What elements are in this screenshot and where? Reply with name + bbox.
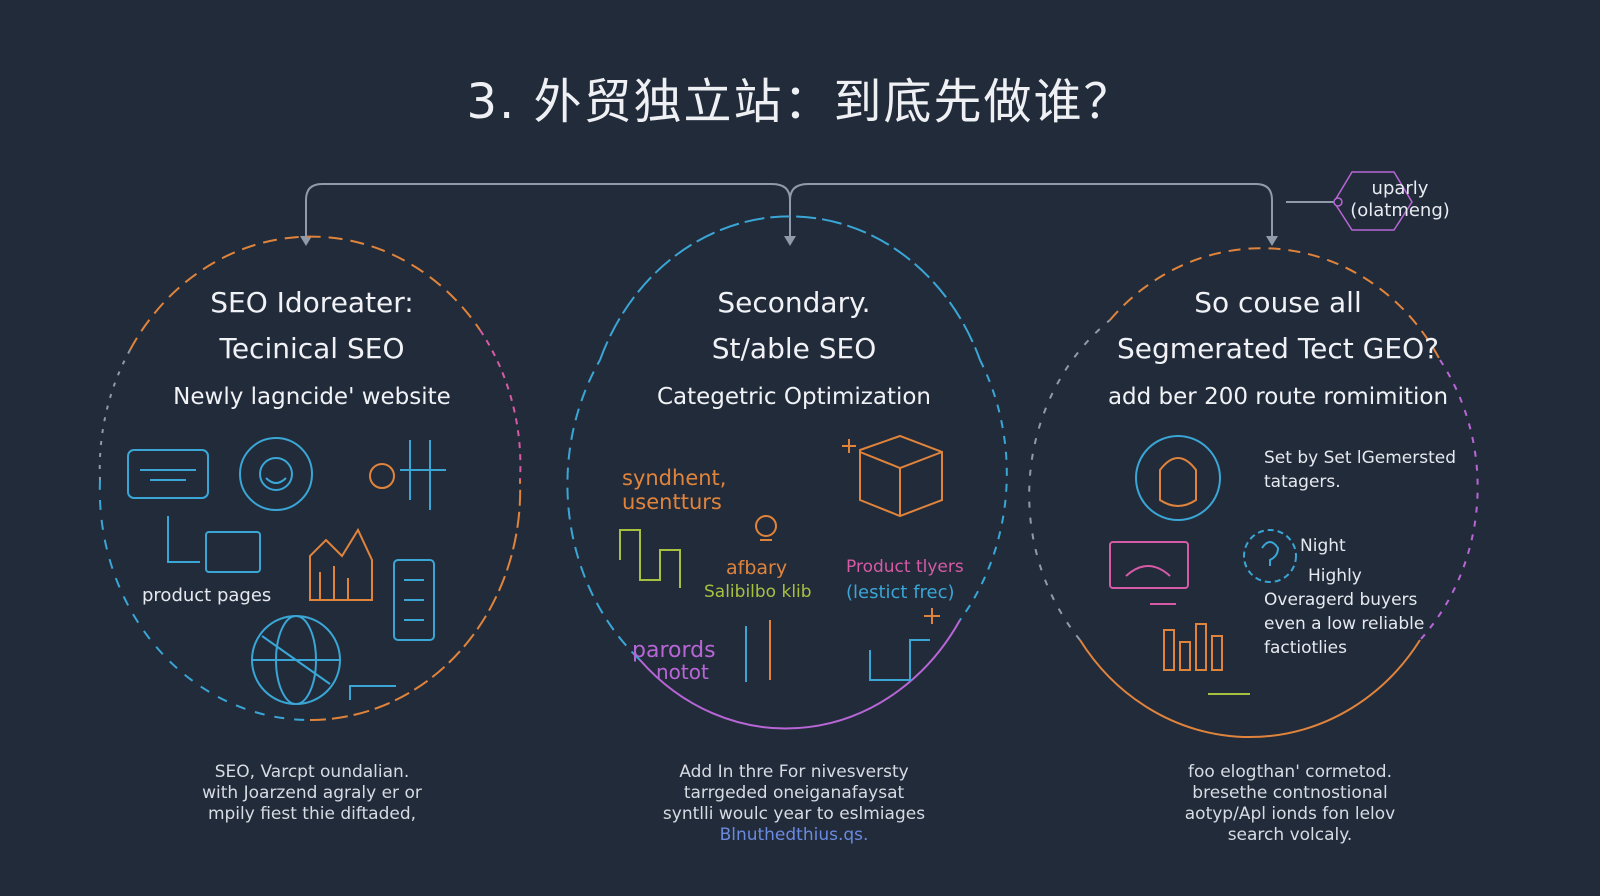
column-2-label-5: (lestict frec)	[846, 582, 955, 603]
circle-3-icons	[1109, 435, 1297, 695]
column-2-footer-line: Add In thre For nivesversty	[679, 762, 909, 782]
column-2-label-0: syndhent,	[622, 466, 727, 490]
circle-3-ring	[1028, 247, 1479, 738]
bulb-icon	[369, 463, 395, 489]
network-icon	[400, 440, 446, 510]
smiley-gear-icon	[239, 437, 313, 511]
bar-chart-icon-2	[1163, 623, 1223, 671]
column-1-footer-line: with Joarzend agraly er or	[202, 783, 422, 803]
badge-label: uparly (olatmeng)	[1338, 172, 1462, 230]
chart-box-icon	[869, 639, 930, 681]
column-2-footer: Add In thre For nivesversty tarrgeded on…	[594, 762, 994, 846]
column-3-footer-line: bresethe contnostional	[1192, 783, 1388, 803]
column-2-footer-line: tarrgeded oneiganafaysat	[683, 783, 905, 803]
lightbulb-icon	[755, 515, 777, 541]
column-2-heading-1: Secondary.	[717, 286, 871, 319]
connector-line	[349, 685, 396, 700]
column-2-subheading: Categetric Optimization	[656, 384, 932, 410]
box-icon	[859, 434, 943, 518]
column-3-label-6: factiotlies	[1264, 638, 1347, 658]
column-1-header: SEO Idoreater: Tecinical SEO Newly lagnc…	[112, 280, 512, 422]
circle-2-ring	[566, 215, 1008, 730]
column-2-label-7: notot	[656, 660, 709, 684]
column-2-footer-line: Blnuthedthius.qs.	[719, 825, 869, 845]
column-3-footer: foo elogthan' cormetod. bresethe contnos…	[1090, 762, 1490, 846]
signal-icon	[619, 529, 681, 588]
column-2-heading-2: St/able SEO	[711, 332, 877, 365]
column-3-footer-line: search volcaly.	[1227, 825, 1353, 845]
building-icon	[393, 559, 435, 641]
column-2-header: Secondary. St/able SEO Categetric Optimi…	[594, 280, 994, 422]
column-1-footer-line: mpily fiest thie diftaded,	[207, 804, 417, 824]
avatar-icon	[1135, 435, 1221, 521]
plus-icon	[924, 608, 940, 624]
column-3-heading-1: So couse all	[1194, 286, 1362, 319]
column-2-label-2: afbary	[726, 557, 788, 579]
column-2-label-3: Salibilbo klib	[704, 582, 812, 602]
column-2-label-4: Product tlyers	[846, 557, 964, 577]
divider-lines	[745, 620, 771, 682]
column-3-label-5: even a low reliable	[1264, 614, 1425, 634]
column-1-footer: SEO, Varcpt oundalian. with Joarzend agr…	[112, 762, 512, 825]
column-3-label-1: tatagers.	[1264, 472, 1341, 492]
monitor-icon	[167, 516, 261, 573]
column-3-footer-line: aotyp/Apl ionds fon lelov	[1184, 804, 1396, 824]
column-3-subheading: add ber 200 route romimition	[1107, 384, 1449, 410]
circle-2-icons	[619, 434, 943, 682]
circle-1-icons	[127, 437, 446, 705]
plus-icon-2	[842, 439, 856, 453]
column-1-footer-line: SEO, Varcpt oundalian.	[214, 762, 410, 782]
badge-node	[1333, 197, 1343, 207]
column-2-label-1: usentturs	[622, 490, 722, 514]
column-1-label-0: product pages	[142, 585, 272, 606]
badge-line-1: uparly	[1371, 178, 1429, 199]
column-2-footer-line: syntlli woulc year to eslmiages	[662, 804, 926, 824]
column-1-heading-2: Tecinical SEO	[219, 332, 405, 365]
page-title: 3. 外贸独立站：到底先做谁？	[466, 74, 1134, 130]
screen-icon	[1109, 541, 1189, 589]
column-1-subheading: Newly lagncide' website	[173, 384, 451, 410]
circle-1-ring	[98, 235, 522, 722]
column-3-label-4: Overagerd buyers	[1264, 590, 1418, 610]
column-3-label-0: Set by Set lGemersted	[1264, 448, 1457, 468]
laptop-icon	[127, 449, 209, 499]
bar-chart-icon	[309, 527, 373, 601]
column-3-label-2: Night	[1300, 536, 1346, 556]
column-3-heading-2: Segmerated Tect GEO?	[1117, 332, 1439, 365]
column-2-label-6: parords	[632, 638, 716, 663]
column-3-footer-line: foo elogthan' cormetod.	[1188, 762, 1392, 782]
globe-icon	[251, 615, 341, 705]
arrow-heads	[300, 236, 1278, 246]
column-3-header: So couse all Segmerated Tect GEO? add be…	[1072, 280, 1484, 422]
column-3-label-3: Highly	[1308, 566, 1362, 586]
top-connector	[305, 183, 1340, 236]
badge-line-2: (olatmeng)	[1350, 200, 1450, 221]
column-1-heading-1: SEO Idoreater:	[210, 286, 414, 319]
gear-question-icon	[1243, 529, 1297, 583]
